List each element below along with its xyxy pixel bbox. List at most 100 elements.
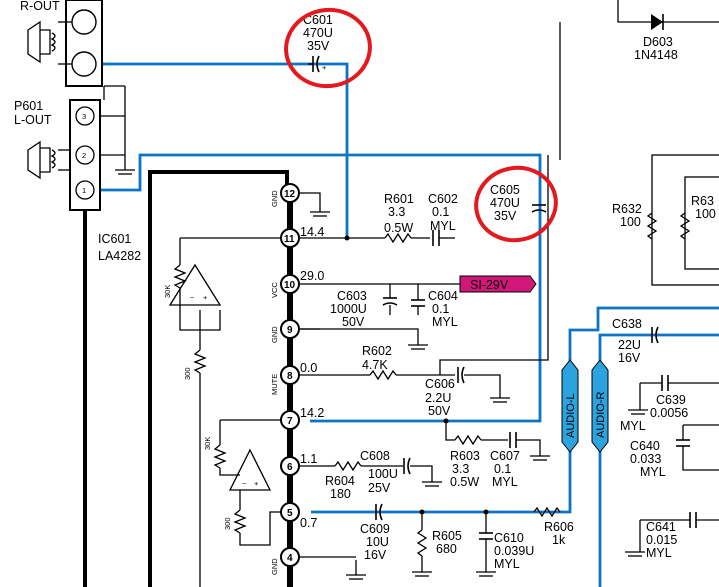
ic-pin-5: 5 (280, 502, 300, 522)
c609-ref: C609 (360, 522, 390, 536)
c603: C603 1000U 50V (330, 284, 398, 329)
ic-pin-4: 4 (280, 547, 300, 567)
c602: C602 0.1 MYL (428, 192, 458, 246)
c641-type: MYL (646, 546, 672, 560)
c638-ref: C638 (612, 317, 642, 331)
r633-ref: R63 (691, 194, 714, 208)
connector-l-out: P601 L-OUT 3 2 1 (14, 85, 135, 211)
c608-value: 100U (368, 467, 398, 481)
svg-text:12: 12 (284, 189, 296, 200)
svg-text:+: + (203, 293, 208, 302)
svg-text:10: 10 (284, 280, 296, 291)
c606-value: 2.2U (425, 391, 451, 405)
c606: C606 2.2U 50V (425, 366, 510, 418)
r604-value: 180 (330, 487, 351, 501)
c639: C639 0.0056 MYL (620, 375, 719, 433)
r605: R605 680 (412, 509, 462, 577)
ic601-part: LA4282 (98, 249, 141, 263)
r603-ref: R603 (450, 449, 480, 463)
c638-value: 22U (618, 338, 641, 352)
ic-pin-7: 7 (280, 410, 300, 430)
c605-value: 470U (490, 196, 520, 210)
r603-power: 0.5W (450, 475, 479, 489)
c607-value: 0.1 (494, 462, 511, 476)
svg-text:+: + (254, 479, 259, 488)
ic-pin-10: 10 (280, 274, 300, 294)
voltage-pin6: 1.1 (300, 452, 317, 466)
r602-value: 4.7K (362, 358, 388, 372)
internal-opamp-upper: − + 30K 300 (163, 237, 281, 587)
c639-ref: C639 (656, 393, 686, 407)
c608-voltage: 25V (368, 481, 391, 495)
r632-value: 100 (620, 215, 641, 229)
pin10-vcc: VCC (270, 282, 279, 298)
audio-l-tag: AUDIO-L (561, 359, 579, 453)
svg-text:300: 300 (183, 367, 192, 380)
svg-text:−: − (242, 479, 247, 488)
c605: C605 470U 35V (490, 183, 547, 223)
svg-text:−: − (190, 293, 195, 302)
d603-ref: D603 (643, 35, 673, 49)
c607-type: MYL (492, 475, 518, 489)
c602-value: 0.1 (432, 205, 449, 219)
r602-ref: R602 (362, 344, 392, 358)
svg-text:11: 11 (284, 234, 295, 245)
r601: R601 3.3 0.5W (299, 192, 430, 244)
voltage-pin7: 14.2 (300, 406, 324, 420)
c601-voltage: 35V (307, 39, 330, 53)
r605-ref: R605 (432, 529, 462, 543)
internal-opamp-lower: − + 30K 300 (203, 419, 281, 546)
r605-value: 680 (436, 542, 457, 556)
c641-ref: C641 (646, 520, 676, 534)
r632-ref: R632 (612, 202, 642, 216)
c606-voltage: 50V (428, 404, 451, 418)
svg-text:9: 9 (287, 325, 293, 336)
svg-text:5: 5 (287, 508, 293, 519)
c610-ref: C610 (494, 531, 524, 545)
c640-value: 0.033 (630, 452, 661, 466)
c640-ref: C640 (630, 439, 660, 453)
connector-pin-3: 3 (82, 112, 86, 121)
c606-ref: C606 (425, 377, 455, 391)
pin12-gnd: GND (270, 190, 279, 207)
r606: R606 1k (533, 506, 574, 547)
r604-c608: R604 180 C608 100U 25V (299, 449, 442, 501)
c640-type: MYL (640, 465, 666, 479)
p601-ref: P601 (14, 99, 43, 113)
svg-text:4: 4 (287, 553, 293, 564)
c603-voltage: 50V (342, 315, 365, 329)
svg-text:6: 6 (287, 462, 293, 473)
connector-pin-1: 1 (82, 186, 86, 195)
ic-pin-11: 11 (280, 228, 300, 248)
connector-r-out: R-OUT (20, 0, 103, 87)
svg-text:+: + (322, 63, 327, 72)
svg-text:300: 300 (223, 517, 232, 530)
c601: + C601 470U 35V (303, 13, 333, 73)
pin9-gnd: GND (270, 326, 279, 343)
r602: R602 4.7K (299, 155, 549, 381)
c604: C604 0.1 MYL (299, 284, 458, 350)
svg-text:AUDIO-L: AUDIO-L (565, 393, 577, 438)
c638: C638 22U 16V (612, 317, 659, 365)
c605-ref: C605 (490, 183, 520, 197)
svg-text:7: 7 (287, 416, 293, 427)
c609-voltage: 16V (364, 548, 387, 562)
d603-part: 1N4148 (634, 48, 678, 62)
c602-type: MYL (430, 219, 456, 233)
c604-ref: C604 (428, 289, 458, 303)
c610-value: 0.039U (494, 544, 534, 558)
r606-value: 1k (552, 533, 566, 547)
ic-pin-8: 8 (280, 365, 300, 385)
c608-ref: C608 (360, 449, 390, 463)
c609: C609 10U 16V (360, 503, 390, 562)
r606-ref: R606 (544, 520, 574, 534)
l-out-label: L-OUT (14, 113, 52, 127)
pin4-gnd: GND (270, 558, 279, 575)
r601-ref: R601 (384, 192, 414, 206)
voltage-pin5: 0.7 (300, 516, 317, 530)
c638-voltage: 16V (618, 351, 641, 365)
r604-ref: R604 (325, 474, 355, 488)
c602-ref: C602 (428, 192, 458, 206)
c603-ref: C603 (337, 289, 367, 303)
